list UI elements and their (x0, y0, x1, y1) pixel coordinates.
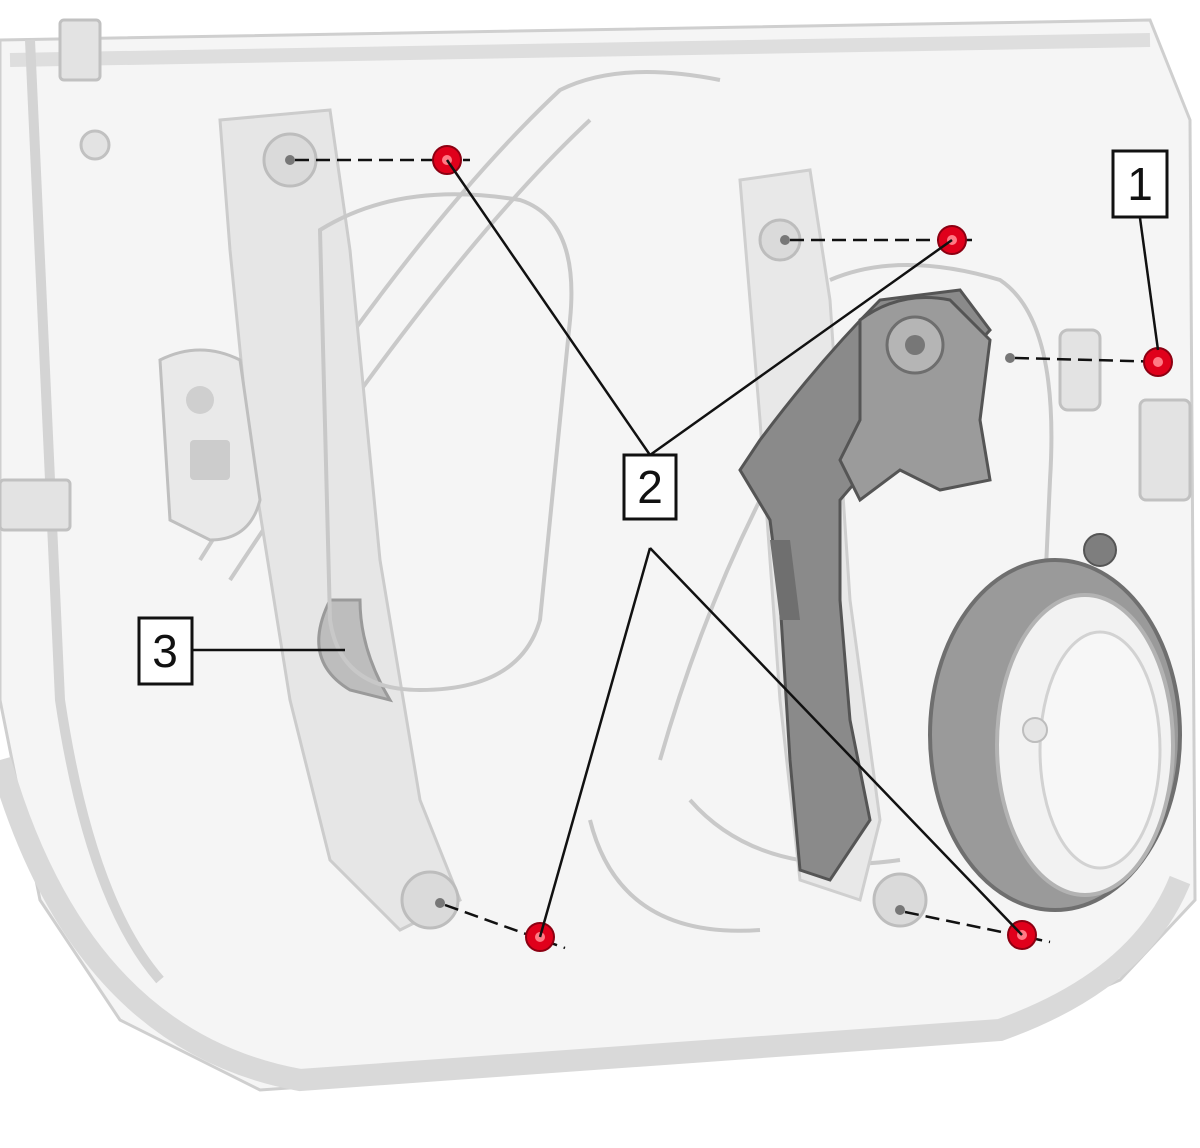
regulator-rail-left (218, 108, 462, 932)
leader-line-2-a (445, 159, 652, 456)
leader-line-1 (1138, 217, 1160, 351)
callout-1-label: 1 (1127, 158, 1153, 210)
leader-line-2-d (649, 547, 1023, 936)
door-bottom-rail (0, 756, 1191, 1092)
regulator-motor (838, 296, 992, 503)
door-speaker (928, 533, 1182, 912)
callout-leader-lines (192, 159, 1160, 938)
regulator-arm (738, 288, 992, 882)
callout-1: 1 (1111, 149, 1169, 219)
mounting-hole (1005, 353, 1015, 363)
door-left-edge (25, 39, 164, 984)
callout-2: 2 (622, 453, 678, 521)
mounting-holes (285, 155, 1015, 915)
mounting-hole (435, 898, 445, 908)
panel-openings (317, 192, 1054, 933)
mounting-hole (285, 155, 295, 165)
door-top-rail (9, 33, 1151, 67)
callout-2-label: 2 (637, 461, 663, 513)
mounting-hole (895, 905, 905, 915)
dash-line (904, 910, 1051, 944)
leader-line-2-b (649, 238, 953, 457)
door-latch-module (158, 348, 262, 542)
leader-line-2-c (538, 547, 652, 938)
door-hinge-hardware (0, 18, 1192, 532)
callout-3: 3 (137, 616, 194, 686)
mounting-hole (780, 235, 790, 245)
callout-3-label: 3 (152, 625, 178, 677)
